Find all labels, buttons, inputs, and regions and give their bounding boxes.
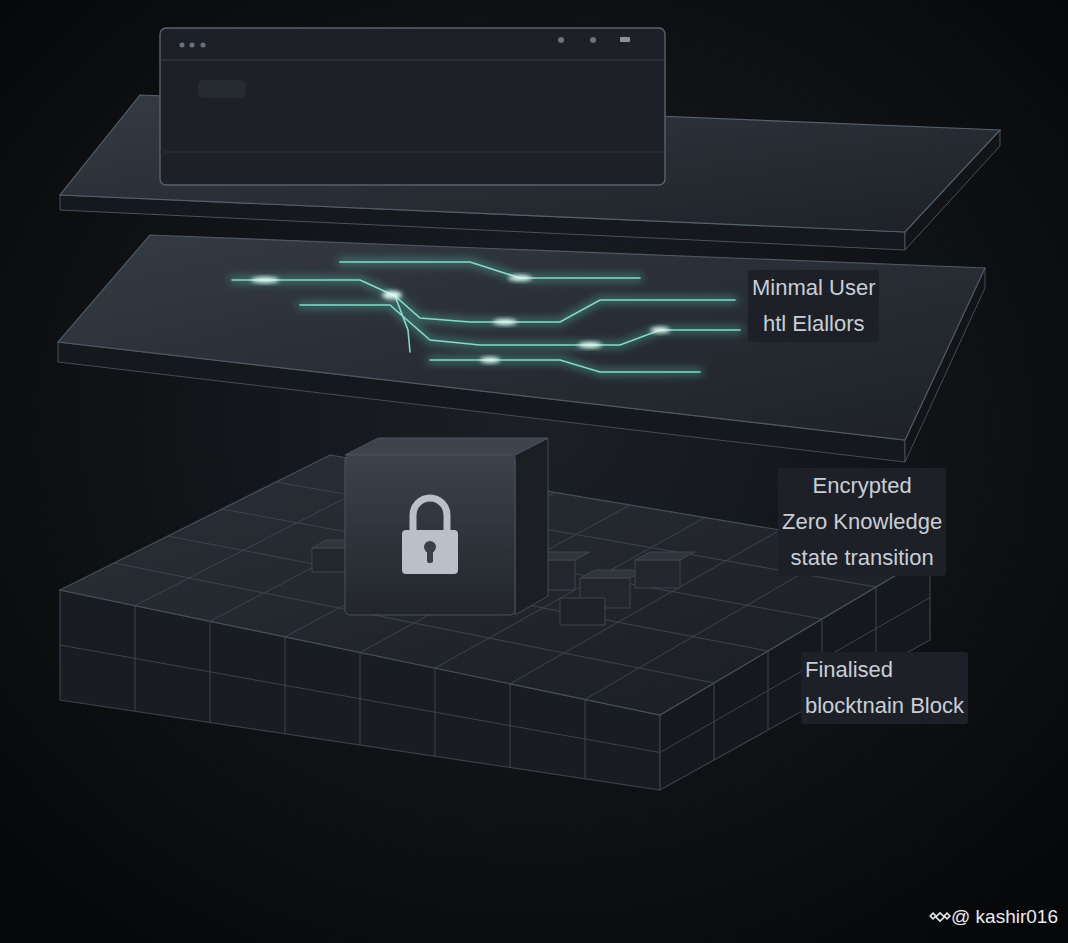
grid-line: [60, 645, 660, 753]
middle-layer: [58, 235, 985, 462]
layer-label: Minmal User htl Elallors: [748, 270, 879, 342]
browser-window: [160, 28, 665, 185]
glow-circuit: [232, 262, 740, 372]
watermark-logo: [930, 913, 950, 921]
layer-label: Finalised blocktnain Block: [801, 652, 968, 724]
layer-label: Encrypted Zero Knowledge state transitio…: [778, 468, 946, 576]
lock-cube: [345, 438, 548, 615]
grid-line: [510, 530, 780, 684]
watermark: @ kashir016: [951, 905, 1058, 929]
